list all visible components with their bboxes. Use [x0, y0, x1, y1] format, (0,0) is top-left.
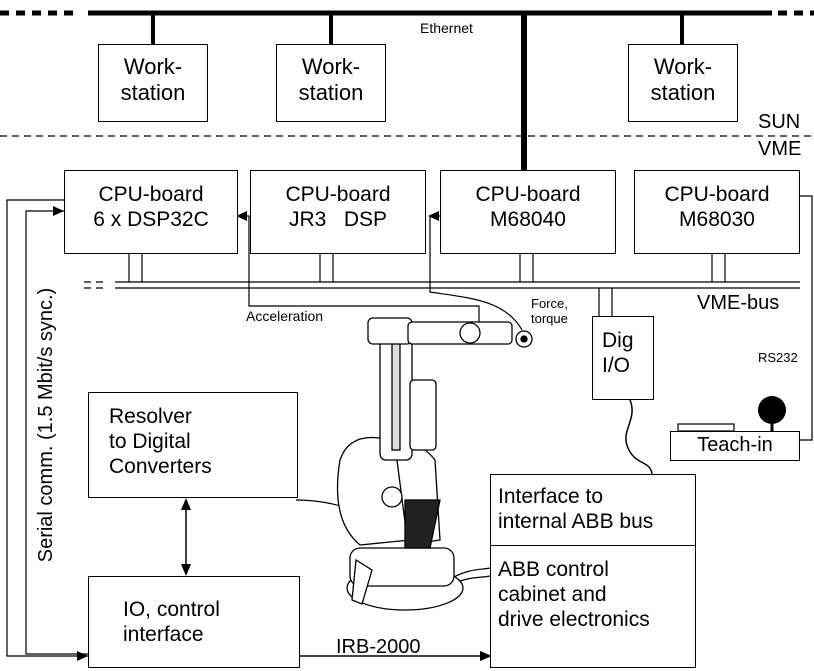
arrow-to-io — [181, 564, 191, 576]
vme-bus-label: VME-bus — [697, 292, 780, 314]
workstation-1-label: Work- station — [120, 54, 186, 105]
abb-cabinet-label: ABB control cabinet and drive electronic… — [498, 558, 650, 631]
force-torque-label: Force, torque — [531, 296, 568, 327]
cpu-board-m68030: CPU-board M68030 — [634, 170, 800, 254]
robot-label: IRB-2000 — [336, 636, 421, 658]
arrow-to-resolver — [181, 498, 191, 510]
ethernet-label: Ethernet — [420, 20, 473, 36]
cpu-board-m68030-label: CPU-board M68030 — [664, 183, 770, 231]
sun-label: SUN — [758, 111, 801, 133]
vme-label: VME — [758, 138, 802, 160]
dig-io-box: Dig I/O — [592, 316, 654, 400]
acceleration-label: Acceleration — [246, 308, 324, 324]
resolver-label: Resolver to Digital Converters — [109, 405, 212, 478]
workstation-1: Work- station — [98, 44, 208, 122]
workstation-3: Work- station — [628, 44, 738, 122]
workstation-2: Work- station — [276, 44, 386, 122]
cpu-board-dsp32c: CPU-board 6 x DSP32C — [64, 170, 238, 254]
rs232-label: RS232 — [758, 350, 798, 365]
cpu-board-m68040-label: CPU-board M68040 — [475, 183, 581, 231]
robot-illustration — [336, 317, 533, 611]
arrow-force-to-jr3 — [428, 211, 439, 221]
resolver-box: Resolver to Digital Converters — [88, 392, 298, 498]
cpu-board-dsp32c-label: CPU-board 6 x DSP32C — [93, 183, 209, 231]
teach-in-pendant — [677, 396, 786, 432]
arrow-accel-to-dsp32c — [236, 211, 247, 221]
abb-cabinet-box: ABB control cabinet and drive electronic… — [490, 545, 696, 668]
serial-comm-label: Serial comm. (1.5 Mbit/s sync.) — [35, 287, 58, 563]
arrow-io-to-abb — [480, 651, 492, 661]
workstation-3-label: Work- station — [650, 54, 716, 105]
dig-io-label: Dig I/O — [602, 329, 634, 377]
io-control-label: IO, control interface — [123, 598, 220, 646]
cpu-board-jr3-dsp: CPU-board JR3 DSP — [250, 170, 426, 254]
cpu-board-jr3-dsp-label: CPU-board JR3 DSP — [285, 183, 391, 231]
teach-in-label: Teach-in — [697, 434, 773, 456]
teach-in-box: Teach-in — [670, 431, 800, 461]
arrow-serial-to-dsp32c — [53, 206, 64, 216]
io-control-box: IO, control interface — [88, 576, 300, 668]
abb-interface-label: Interface to internal ABB bus — [498, 485, 654, 533]
arrow-serial-to-io — [77, 651, 88, 661]
abb-interface-box: Interface to internal ABB bus — [490, 474, 696, 546]
cpu-board-m68040: CPU-board M68040 — [440, 170, 616, 254]
workstation-2-label: Work- station — [298, 54, 364, 105]
